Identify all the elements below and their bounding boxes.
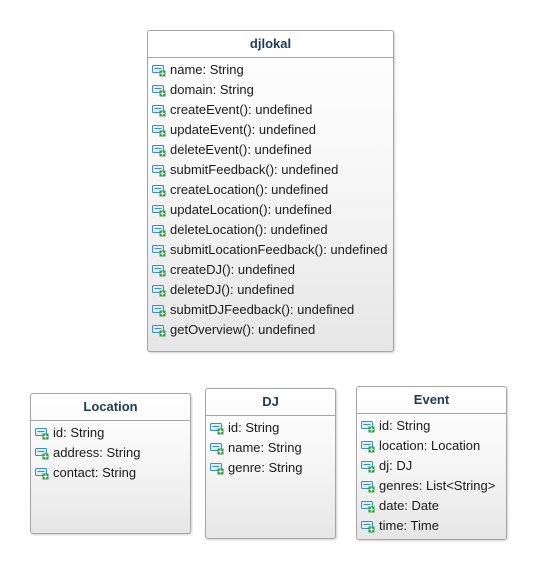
public-member-icon <box>152 84 166 98</box>
member-row: name: String <box>206 438 335 458</box>
public-member-icon <box>361 440 375 454</box>
member-row: createLocation(): undefined <box>148 180 393 200</box>
public-member-icon <box>152 164 166 178</box>
member-row: name: String <box>148 60 393 80</box>
member-row: date: Date <box>357 496 506 516</box>
member-row: createDJ(): undefined <box>148 260 393 280</box>
public-member-icon <box>35 447 49 461</box>
member-text: createEvent(): undefined <box>170 102 313 117</box>
member-row: id: String <box>206 418 335 438</box>
public-member-icon <box>152 104 166 118</box>
member-row: dj: DJ <box>357 456 506 476</box>
member-row: id: String <box>31 423 190 443</box>
public-member-icon <box>152 184 166 198</box>
public-member-icon <box>361 460 375 474</box>
member-text: genres: List<String> <box>379 478 496 493</box>
class-name: Event <box>357 387 506 414</box>
member-text: dj: DJ <box>379 458 413 473</box>
public-member-icon <box>152 244 166 258</box>
member-row: deleteDJ(): undefined <box>148 280 393 300</box>
member-row: id: String <box>357 416 506 436</box>
public-member-icon <box>152 304 166 318</box>
member-row: address: String <box>31 443 190 463</box>
class-name: DJ <box>206 389 335 416</box>
member-text: contact: String <box>53 465 137 480</box>
member-row: domain: String <box>148 80 393 100</box>
class-dj[interactable]: DJ id: String name: String genre: String <box>205 388 336 539</box>
member-row: submitLocationFeedback(): undefined <box>148 240 393 260</box>
public-member-icon <box>361 520 375 534</box>
member-list: id: String location: Location dj: DJ genres… <box>357 414 506 536</box>
class-event[interactable]: Event id: String location: Location dj: DJ… <box>356 386 507 540</box>
class-name: djlokal <box>148 31 393 58</box>
member-text: genre: String <box>228 460 303 475</box>
member-text: deleteEvent(): undefined <box>170 142 312 157</box>
member-text: address: String <box>53 445 141 460</box>
member-row: deleteLocation(): undefined <box>148 220 393 240</box>
member-row: createEvent(): undefined <box>148 100 393 120</box>
class-djlokal[interactable]: djlokal name: String domain: String create… <box>147 30 394 352</box>
public-member-icon <box>361 500 375 514</box>
public-member-icon <box>152 144 166 158</box>
member-text: createDJ(): undefined <box>170 262 296 277</box>
member-row: location: Location <box>357 436 506 456</box>
member-text: deleteDJ(): undefined <box>170 282 295 297</box>
public-member-icon <box>152 324 166 338</box>
member-text: domain: String <box>170 82 254 97</box>
member-text: location: Location <box>379 438 481 453</box>
member-text: name: String <box>170 62 244 77</box>
member-text: getOverview(): undefined <box>170 322 316 337</box>
public-member-icon <box>210 422 224 436</box>
member-row: contact: String <box>31 463 190 483</box>
public-member-icon <box>361 420 375 434</box>
class-name: Location <box>31 394 190 421</box>
public-member-icon <box>152 264 166 278</box>
member-row: time: Time <box>357 516 506 536</box>
member-list: id: String address: String contact: String <box>31 421 190 483</box>
member-row: updateEvent(): undefined <box>148 120 393 140</box>
member-text: submitDJFeedback(): undefined <box>170 302 355 317</box>
member-row: updateLocation(): undefined <box>148 200 393 220</box>
public-member-icon <box>210 462 224 476</box>
member-row: submitDJFeedback(): undefined <box>148 300 393 320</box>
member-row: genres: List<String> <box>357 476 506 496</box>
class-location[interactable]: Location id: String address: String contac… <box>30 393 191 534</box>
public-member-icon <box>152 224 166 238</box>
member-text: submitLocationFeedback(): undefined <box>170 242 388 257</box>
public-member-icon <box>152 124 166 138</box>
member-list: name: String domain: String createEvent():… <box>148 58 393 340</box>
member-row: submitFeedback(): undefined <box>148 160 393 180</box>
member-text: name: String <box>228 440 302 455</box>
member-text: deleteLocation(): undefined <box>170 222 328 237</box>
member-text: time: Time <box>379 518 439 533</box>
member-text: id: String <box>228 420 280 435</box>
member-text: submitFeedback(): undefined <box>170 162 339 177</box>
public-member-icon <box>35 467 49 481</box>
public-member-icon <box>152 204 166 218</box>
public-member-icon <box>35 427 49 441</box>
member-text: id: String <box>53 425 105 440</box>
public-member-icon <box>361 480 375 494</box>
member-text: createLocation(): undefined <box>170 182 329 197</box>
member-text: date: Date <box>379 498 439 513</box>
public-member-icon <box>152 64 166 78</box>
member-text: updateEvent(): undefined <box>170 122 316 137</box>
member-row: deleteEvent(): undefined <box>148 140 393 160</box>
public-member-icon <box>152 284 166 298</box>
public-member-icon <box>210 442 224 456</box>
member-list: id: String name: String genre: String <box>206 416 335 478</box>
member-text: updateLocation(): undefined <box>170 202 332 217</box>
member-text: id: String <box>379 418 431 433</box>
member-row: getOverview(): undefined <box>148 320 393 340</box>
member-row: genre: String <box>206 458 335 478</box>
